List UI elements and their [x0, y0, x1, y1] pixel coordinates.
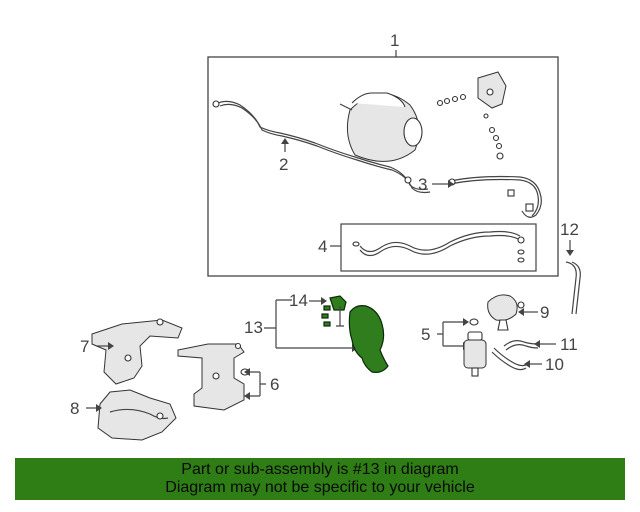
cover-8[interactable]	[97, 389, 177, 441]
hose-12[interactable]	[565, 261, 581, 315]
highlighted-part-13[interactable]	[321, 295, 389, 373]
callout-7[interactable]: 7	[80, 337, 89, 356]
vacuum-pump-9[interactable]	[487, 294, 525, 331]
callout-10[interactable]: 10	[545, 355, 564, 374]
brake-booster[interactable]	[339, 92, 423, 162]
master-cylinder[interactable]	[436, 71, 507, 160]
assembly-box-1	[207, 56, 559, 277]
callout-1[interactable]: 1	[390, 31, 399, 50]
reservoir-5[interactable]	[463, 318, 487, 377]
callout-4[interactable]: 4	[318, 237, 327, 256]
banner-line-2: Diagram may not be specific to your vehi…	[165, 479, 475, 496]
brake-line-3[interactable]	[448, 175, 542, 218]
callout-13[interactable]: 13	[244, 318, 263, 337]
hose-10[interactable]	[491, 347, 529, 371]
callout-3[interactable]: 3	[418, 175, 427, 194]
callout-12[interactable]: 12	[560, 220, 579, 239]
callout-8[interactable]: 8	[70, 399, 79, 418]
brake-line-2[interactable]	[212, 100, 431, 194]
info-banner: Part or sub-assembly is #13 in diagram D…	[15, 458, 625, 500]
callout-11[interactable]: 11	[560, 335, 578, 354]
banner-line-1: Part or sub-assembly is #13 in diagram	[181, 461, 459, 478]
callout-14[interactable]: 14	[289, 291, 308, 310]
callout-6[interactable]: 6	[270, 375, 279, 394]
mount-6[interactable]	[177, 342, 245, 411]
callout-2[interactable]: 2	[279, 155, 288, 174]
callout-9[interactable]: 9	[540, 303, 549, 322]
sub-box-4	[340, 223, 537, 272]
callout-5[interactable]: 5	[421, 325, 430, 344]
hose-11[interactable]	[503, 340, 539, 351]
brake-tube-4[interactable]	[352, 230, 525, 263]
bracket-7[interactable]	[91, 318, 183, 385]
